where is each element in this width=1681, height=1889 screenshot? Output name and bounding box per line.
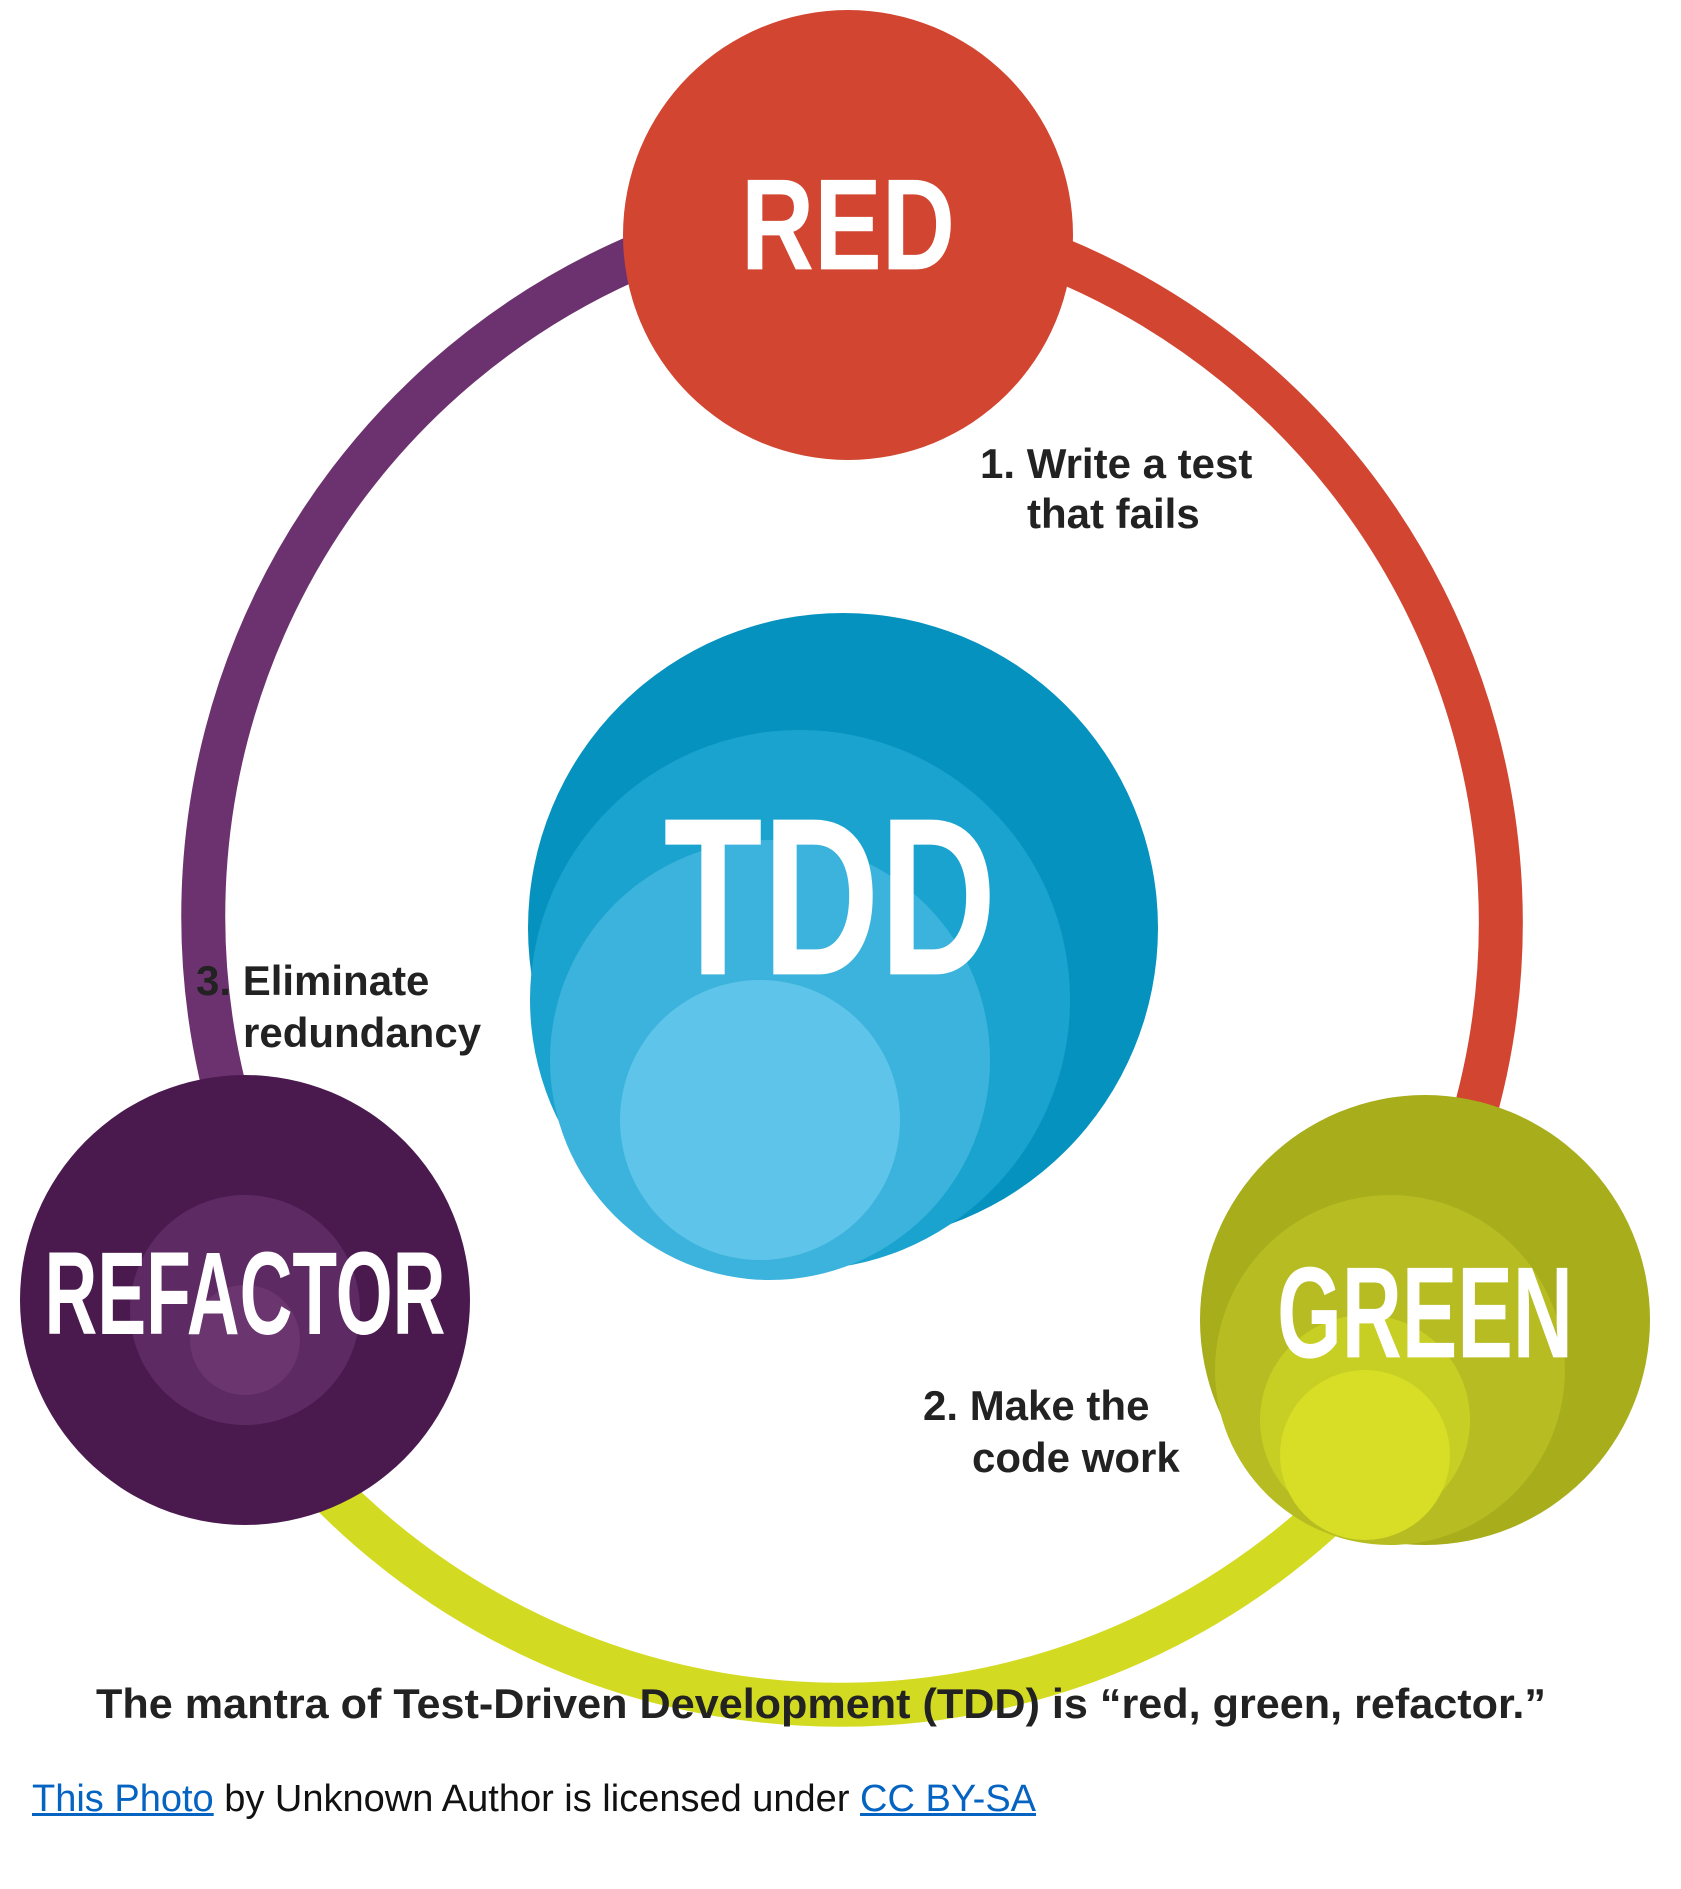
image-credit: This Photo by Unknown Author is licensed…: [32, 1778, 1036, 1821]
red-node: RED: [623, 10, 1073, 460]
arc-red-to-green: [1014, 224, 1523, 1137]
green-label: GREEN: [1277, 1241, 1573, 1386]
tdd-center-node: TDD: [528, 613, 1158, 1280]
tdd-label: TDD: [664, 771, 997, 1022]
step-1-line-2: that fails: [1027, 490, 1200, 537]
step-3-line-1: 3. Eliminate: [196, 957, 429, 1004]
license-link[interactable]: CC BY-SA: [860, 1778, 1037, 1820]
arc-refactor-to-red: [181, 224, 673, 1137]
refactor-node: REFACTOR: [20, 1075, 470, 1525]
arc-green-to-refactor: [283, 1445, 1397, 1727]
diagram-caption: The mantra of Test-Driven Development (T…: [96, 1680, 1546, 1727]
refactor-label: REFACTOR: [45, 1227, 446, 1359]
photo-link[interactable]: This Photo: [32, 1778, 214, 1820]
step-3-line-2: redundancy: [243, 1009, 482, 1056]
step-1-line-1: 1. Write a test: [980, 440, 1252, 487]
red-label: RED: [741, 151, 955, 297]
credit-text: by Unknown Author is licensed under: [213, 1778, 861, 1820]
step-2-line-1: 2. Make the: [923, 1382, 1149, 1429]
step-2-line-2: code work: [972, 1434, 1180, 1481]
green-node: GREEN: [1200, 1095, 1650, 1545]
